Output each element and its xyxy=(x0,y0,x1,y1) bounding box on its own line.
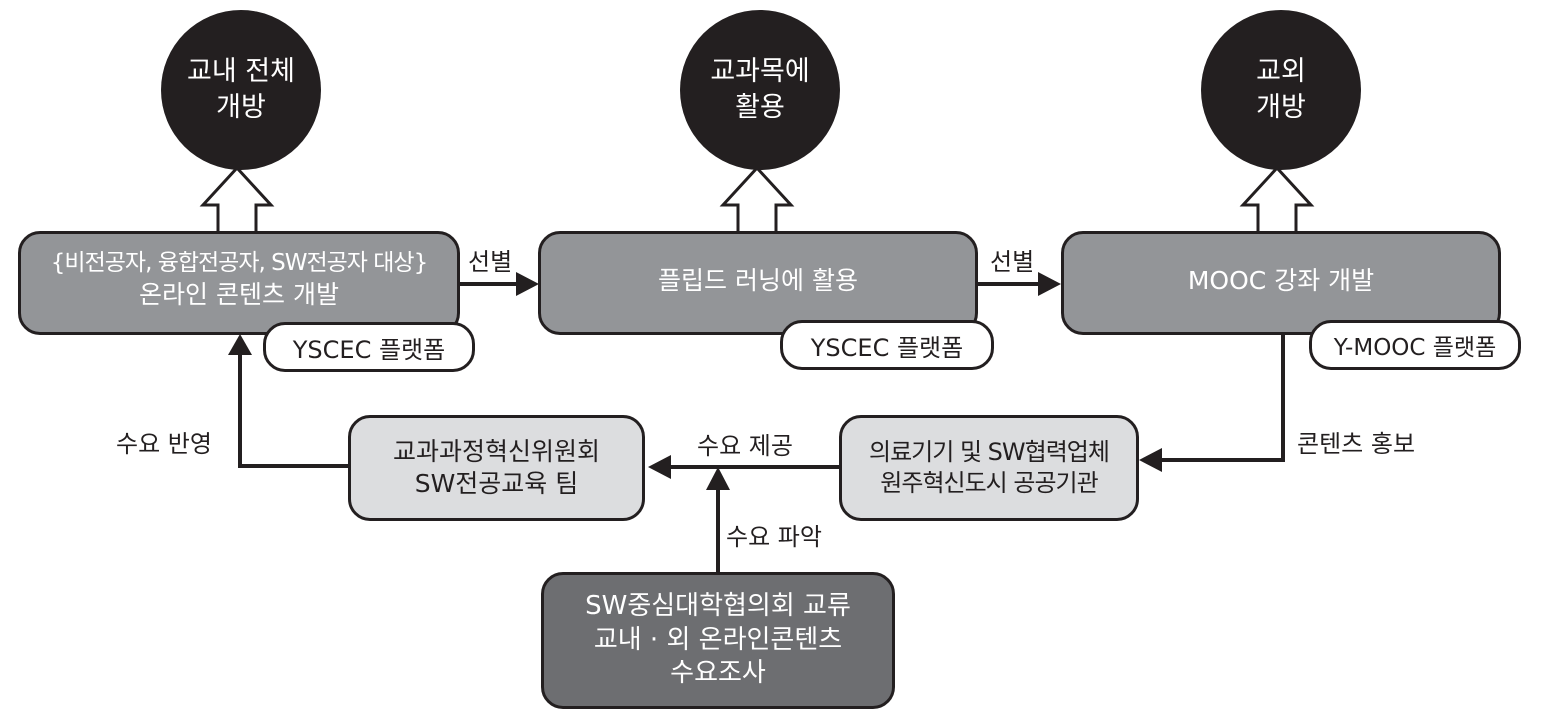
circle-text: 개방 xyxy=(1256,92,1306,123)
box-text: {비전공자, 융합전공자, SW전공자 대상} xyxy=(50,249,428,276)
platform-badge-yscec-1: YSCEC 플랫폼 xyxy=(263,322,475,372)
circle-external-open: 교외 개방 xyxy=(1201,10,1361,170)
edge-label-promote: 콘텐츠 홍보 xyxy=(1297,430,1416,458)
hollow-arrow-campus-open xyxy=(199,165,275,232)
edge-label-provide: 수요 제공 xyxy=(697,432,793,460)
box-text: 플립드 러닝에 활용 xyxy=(658,265,858,295)
edge-label-select-1: 선별 xyxy=(468,248,513,276)
box-content-development: {비전공자, 융합전공자, SW전공자 대상} 온라인 콘텐츠 개발 xyxy=(18,231,460,335)
box-text: SW중심대학협의회 교류 xyxy=(585,590,851,621)
box-text: 교내 · 외 온라인콘텐츠 xyxy=(593,624,843,655)
box-text: MOOC 강좌 개발 xyxy=(1187,265,1375,295)
box-partner-institutions: 의료기기 및 SW협력업체 원주혁신도시 공공기관 xyxy=(839,415,1139,521)
hollow-arrow-external-open xyxy=(1239,165,1315,232)
box-text: 원주혁신도시 공공기관 xyxy=(880,469,1098,497)
arrowhead-select-1 xyxy=(516,272,539,296)
circle-text: 교과목에 xyxy=(710,55,810,87)
circle-text: 활용 xyxy=(735,92,785,123)
arrowhead-promote xyxy=(1139,448,1162,472)
circle-text: 교내 전체 xyxy=(187,55,295,87)
platform-badge-ymooc: Y-MOOC 플랫폼 xyxy=(1309,320,1521,370)
arrowhead-provide xyxy=(648,455,671,479)
box-mooc-development: MOOC 강좌 개발 xyxy=(1061,231,1501,335)
box-text: 의료기기 및 SW협력업체 xyxy=(869,437,1110,466)
edge-label-identify: 수요 파악 xyxy=(726,523,822,551)
circle-text: 개방 xyxy=(216,92,266,123)
box-flipped-learning: 플립드 러닝에 활용 xyxy=(538,231,978,335)
edge-label-reflect: 수요 반영 xyxy=(116,430,212,458)
box-text: 온라인 콘텐츠 개발 xyxy=(139,279,339,309)
circle-text: 교외 xyxy=(1256,55,1306,87)
box-demand-survey: SW중심대학협의회 교류 교내 · 외 온라인콘텐츠 수요조사 xyxy=(541,572,895,709)
box-text: 수요조사 xyxy=(670,658,766,689)
circle-course-use: 교과목에 활용 xyxy=(680,10,840,170)
edge-label-select-2: 선별 xyxy=(990,248,1035,276)
box-text: SW전공교육 팀 xyxy=(414,469,579,498)
arrowhead-select-2 xyxy=(1038,272,1061,296)
box-curriculum-committee: 교과과정혁신위원회 SW전공교육 팀 xyxy=(348,415,645,521)
arrowhead-reflect xyxy=(228,334,252,355)
arrow-reflect xyxy=(238,352,350,468)
hollow-arrow-course-use xyxy=(719,165,795,232)
box-text: 교과과정혁신위원회 xyxy=(392,436,600,466)
circle-campus-open: 교내 전체 개방 xyxy=(161,10,321,170)
arrow-promote xyxy=(1160,334,1285,462)
arrowhead-identify xyxy=(706,467,730,490)
platform-badge-yscec-2: YSCEC 플랫폼 xyxy=(780,320,994,370)
